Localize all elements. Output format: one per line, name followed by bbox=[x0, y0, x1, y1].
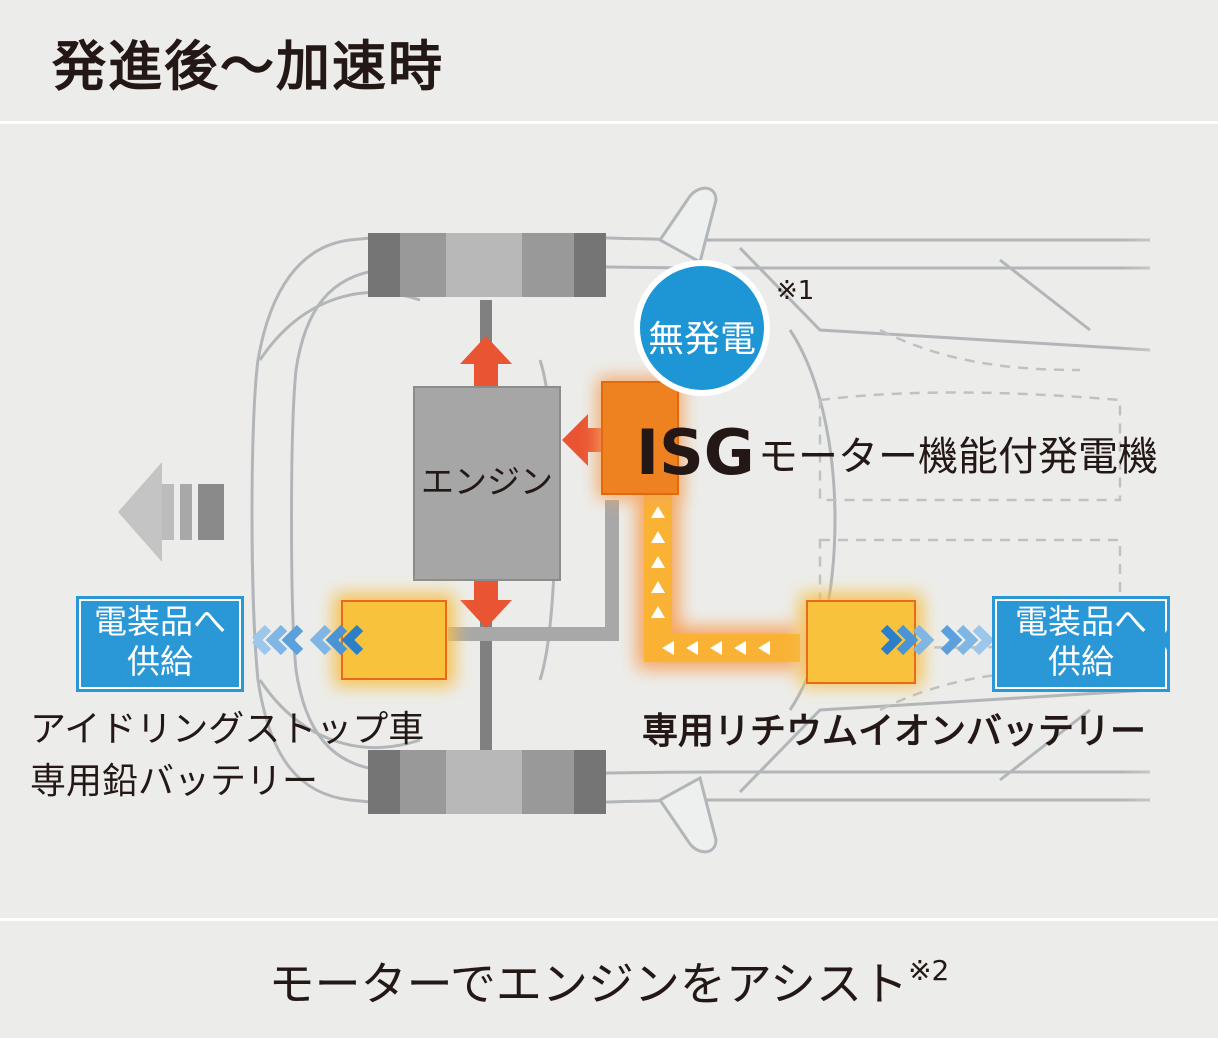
supply-right-line2: 供給 bbox=[1048, 642, 1114, 681]
supply-left-label: 電装品へ 供給 bbox=[85, 602, 235, 682]
caption: モーターでエンジンをアシスト※2 bbox=[0, 948, 1218, 1014]
isg-unit bbox=[598, 378, 682, 498]
connection-line bbox=[448, 500, 619, 641]
li-battery-block bbox=[800, 594, 922, 686]
engine-block bbox=[413, 386, 561, 581]
lithium-battery-label: 専用リチウムイオンバッテリー bbox=[642, 711, 1147, 752]
supply-right-line1: 電装品へ bbox=[1015, 602, 1147, 641]
mirror-top bbox=[657, 186, 718, 265]
lead-battery-line1: アイドリングストップ車 bbox=[30, 709, 425, 750]
supply-right-label: 電装品へ 供給 bbox=[1006, 602, 1156, 682]
caption-text: モーターでエンジンをアシスト bbox=[268, 957, 909, 1011]
supply-left-line2: 供給 bbox=[127, 642, 193, 681]
caption-note: ※2 bbox=[908, 954, 950, 987]
engine-label: エンジン bbox=[421, 462, 553, 501]
wheel-front bbox=[368, 233, 606, 297]
isg-abbreviation: ISG bbox=[636, 416, 755, 489]
charge-path bbox=[637, 490, 800, 669]
top-divider bbox=[0, 121, 1218, 124]
isg-description: モーター機能付発電機 bbox=[758, 434, 1158, 480]
charge-path-arrows bbox=[651, 506, 770, 655]
lead-battery-line2: 専用鉛バッテリー bbox=[30, 761, 319, 802]
supply-flow-right bbox=[880, 624, 995, 656]
note-1: ※1 bbox=[776, 276, 815, 306]
no-generation-badge bbox=[634, 260, 770, 396]
lead-battery-label: アイドリングストップ車 専用鉛バッテリー bbox=[30, 704, 424, 808]
wheel-rear bbox=[368, 750, 606, 814]
supply-box-left bbox=[76, 596, 254, 692]
supply-left-line1: 電装品へ bbox=[94, 602, 226, 641]
no-generation-label: 無発電 bbox=[647, 319, 756, 360]
lead-battery-block bbox=[334, 594, 454, 686]
mirror-bottom bbox=[657, 775, 718, 854]
bottom-divider bbox=[0, 918, 1218, 921]
page-title: 発進後〜加速時 bbox=[52, 35, 444, 98]
direction-arrow bbox=[118, 462, 224, 562]
supply-flow-left bbox=[249, 624, 364, 656]
supply-box-right bbox=[992, 596, 1170, 692]
